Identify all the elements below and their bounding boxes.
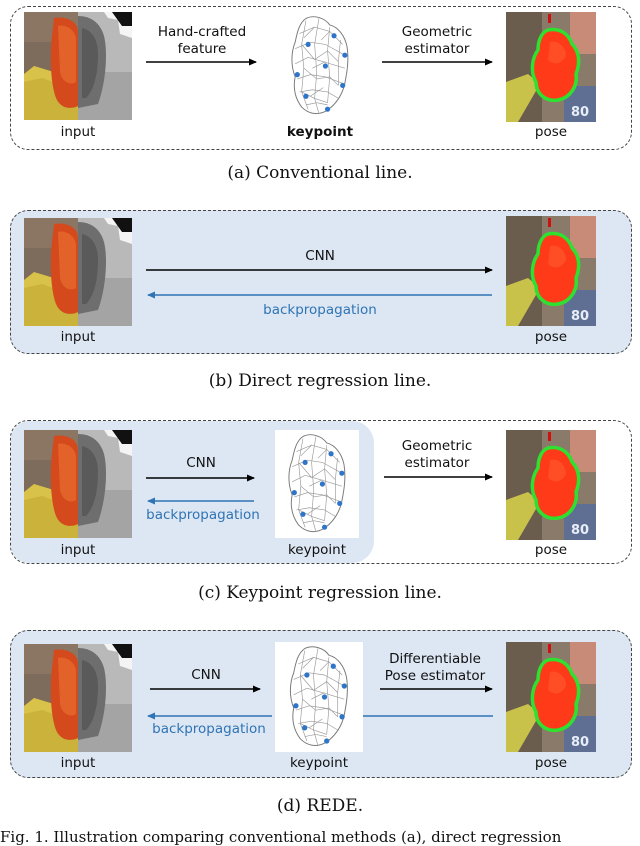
keypoint-cloud-image [275, 430, 359, 538]
input-label: input [60, 124, 96, 140]
keypoint-label: keypoint [289, 755, 349, 771]
keypoint-cloud-image [275, 642, 363, 752]
backpropagation-label: backpropagation [152, 721, 266, 737]
panel-c-keypoint-regression [10, 420, 632, 564]
input-image [24, 644, 132, 752]
pose-label: pose [534, 124, 568, 140]
pose-image [506, 216, 596, 326]
pose-image [506, 430, 596, 540]
forward-arrow [380, 685, 493, 693]
pose-image [506, 12, 596, 122]
differentiable-estimator-label-line2: Pose estimator [384, 668, 486, 684]
input-image [24, 218, 132, 326]
input-label: input [60, 755, 96, 771]
pose-label: pose [534, 542, 568, 558]
pose-image [506, 642, 596, 752]
handcrafted-feature-label-line1: Hand-crafted [157, 24, 247, 40]
forward-arrow [146, 474, 255, 482]
backpropagation-label: backpropagation [146, 507, 260, 523]
backprop-arrow [363, 715, 493, 717]
handcrafted-feature-label-line2: feature [177, 41, 227, 57]
backprop-arrow [147, 291, 492, 299]
forward-arrow [382, 58, 493, 66]
backprop-arrow [147, 712, 272, 720]
input-image [24, 430, 132, 538]
differentiable-estimator-label-line1: Differentiable [389, 651, 481, 667]
cnn-label: CNN [186, 455, 216, 471]
backpropagation-label: backpropagation [263, 302, 377, 318]
keypoint-label: keypoint [286, 124, 354, 140]
input-label: input [60, 329, 96, 345]
caption-c: (c) Keypoint regression line. [198, 583, 442, 603]
input-image [24, 12, 132, 120]
geometric-estimator-label-line2: estimator [404, 41, 470, 57]
figure-caption: Fig. 1. Illustration comparing conventio… [0, 828, 562, 846]
pose-label: pose [534, 329, 568, 345]
forward-arrow [384, 473, 493, 481]
caption-d: (d) REDE. [276, 796, 364, 816]
geometric-estimator-label-line1: Geometric [401, 438, 473, 454]
keypoint-cloud-image [280, 12, 360, 120]
cnn-label: CNN [305, 248, 335, 264]
cnn-label: CNN [191, 667, 221, 683]
caption-a: (a) Conventional line. [227, 163, 413, 183]
forward-arrow [146, 266, 493, 274]
forward-arrow [146, 58, 257, 66]
pose-label: pose [534, 755, 568, 771]
geometric-estimator-label-line2: estimator [404, 455, 470, 471]
caption-b: (b) Direct regression line. [208, 371, 432, 391]
panel-a-conventional [10, 6, 632, 150]
geometric-estimator-label-line1: Geometric [401, 24, 473, 40]
input-label: input [60, 542, 96, 558]
backprop-arrow [147, 497, 254, 505]
forward-arrow [150, 685, 261, 693]
keypoint-label: keypoint [287, 542, 347, 558]
